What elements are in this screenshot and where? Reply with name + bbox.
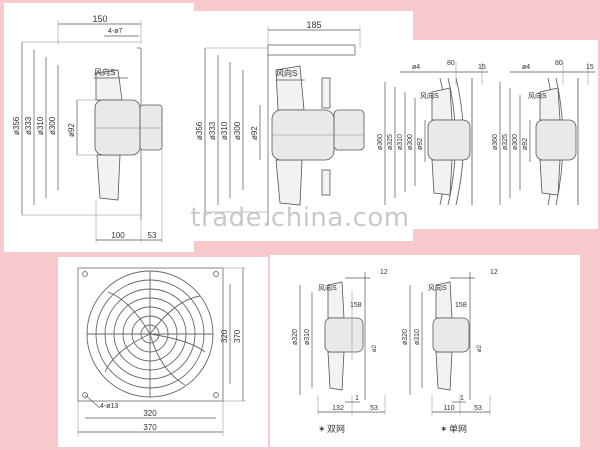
d6-hub: ø2 xyxy=(372,344,378,352)
d7-dim-320: ø320 xyxy=(402,329,409,345)
d3-dim-300: ø300 xyxy=(407,134,414,150)
d7-caption: 单网 xyxy=(449,423,467,434)
d6-star: ✶ xyxy=(318,424,326,434)
d4-top-c: 15 xyxy=(586,64,594,71)
sheet-bottom-left xyxy=(58,257,268,447)
d6-dim-320: ø320 xyxy=(292,329,299,345)
d2-airflow: 风向S xyxy=(276,68,297,78)
watermark: trade.china.com xyxy=(190,203,409,233)
d1-dim-356: ø356 xyxy=(12,116,21,135)
d2-dim-333: ø333 xyxy=(208,121,217,140)
d6-top: 12 xyxy=(380,269,388,276)
d3-top-a: ø4 xyxy=(412,64,420,71)
d3-top-b: 80 xyxy=(447,60,455,67)
drawing-5: 320 370 320 370 4-ø13 xyxy=(77,267,246,436)
d2-dim-356: ø356 xyxy=(195,121,204,140)
d3-top-c: 15 xyxy=(478,64,486,71)
d2-dim-300: ø300 xyxy=(233,121,242,140)
d1-dim-310: ø310 xyxy=(36,116,45,135)
d6-airflow: 风向S xyxy=(318,283,337,292)
d6-bottom-left: 132 xyxy=(332,405,344,412)
d7-star: ✶ xyxy=(440,424,448,434)
d3-dim-360: ø360 xyxy=(377,134,384,150)
d7-bottom-left: 110 xyxy=(443,405,454,412)
d6-side: 158 xyxy=(350,302,362,309)
d3-dim-325: ø325 xyxy=(387,134,394,150)
d7-top: 12 xyxy=(490,269,498,276)
d4-dim-300: ø300 xyxy=(512,134,519,150)
d1-bottom-left: 100 xyxy=(111,231,125,240)
sheet-bottom-right xyxy=(270,255,580,447)
d1-holes: 4-ø7 xyxy=(108,28,123,35)
d1-dim-300: ø300 xyxy=(48,116,57,135)
d7-airflow: 风向S xyxy=(428,283,447,292)
d1-top-width: 150 xyxy=(92,14,107,24)
drawing-3: ø4 80 15 ø360 ø325 ø310 ø300 ø92 风向S xyxy=(377,60,488,206)
d7-hub: ø2 xyxy=(477,344,483,352)
d6-bottom-right: 53 xyxy=(370,405,378,412)
d5-holes: 4-ø13 xyxy=(100,403,118,410)
d7-bottom-right: 53 xyxy=(474,405,482,412)
drawing-2: 185 ø356 ø333 ø310 ø300 ø92 风向S xyxy=(195,20,365,225)
d7-side: 158 xyxy=(455,302,467,309)
d5-bottom-inner: 320 xyxy=(143,409,157,418)
d4-dim-360: ø360 xyxy=(492,134,499,150)
d3-airflow: 风向S xyxy=(420,91,439,100)
d2-top-width: 185 xyxy=(306,20,321,30)
d5-right-inner: 320 xyxy=(220,329,229,343)
d4-top-a: ø4 xyxy=(522,64,530,71)
d2-dim-92: ø92 xyxy=(250,126,259,140)
d5-right-outer: 370 xyxy=(233,329,242,343)
d4-airflow: 风向S xyxy=(528,91,547,100)
d3-dim-92: ø92 xyxy=(417,138,424,150)
d7-bottom-small: 1 xyxy=(460,395,464,402)
d4-dim-92: ø92 xyxy=(522,138,529,150)
d5-bottom-outer: 370 xyxy=(143,423,157,432)
drawing-7: 12 ø320 ø310 158 ø2 风向S 1 110 53 ✶ 单网 xyxy=(402,269,498,434)
d1-bottom-right: 53 xyxy=(148,231,157,240)
d6-bottom-small: 1 xyxy=(355,395,359,402)
d3-dim-310: ø310 xyxy=(397,134,404,150)
d2-dim-310: ø310 xyxy=(220,121,229,140)
d1-airflow: 风向S xyxy=(94,67,115,77)
d6-caption: 双网 xyxy=(327,424,345,434)
d1-dim-92: ø92 xyxy=(67,123,76,137)
d1-dim-333: ø333 xyxy=(24,116,33,135)
drawing-6: 12 ø320 ø310 158 ø2 风向S 1 132 53 ✶ 双网 xyxy=(292,269,388,434)
drawing-4: ø4 80 15 ø360 ø325 ø300 ø92 风向S xyxy=(492,60,595,206)
d6-dim-310: ø310 xyxy=(304,329,311,345)
d5-grill xyxy=(86,270,214,398)
drawing-1: 150 4-ø7 ø356 ø333 ø310 ø300 ø92 风向S 100… xyxy=(12,14,163,243)
d4-top-b: 80 xyxy=(555,60,563,67)
d7-dim-310: ø310 xyxy=(414,329,421,345)
d4-dim-325: ø325 xyxy=(502,134,509,150)
